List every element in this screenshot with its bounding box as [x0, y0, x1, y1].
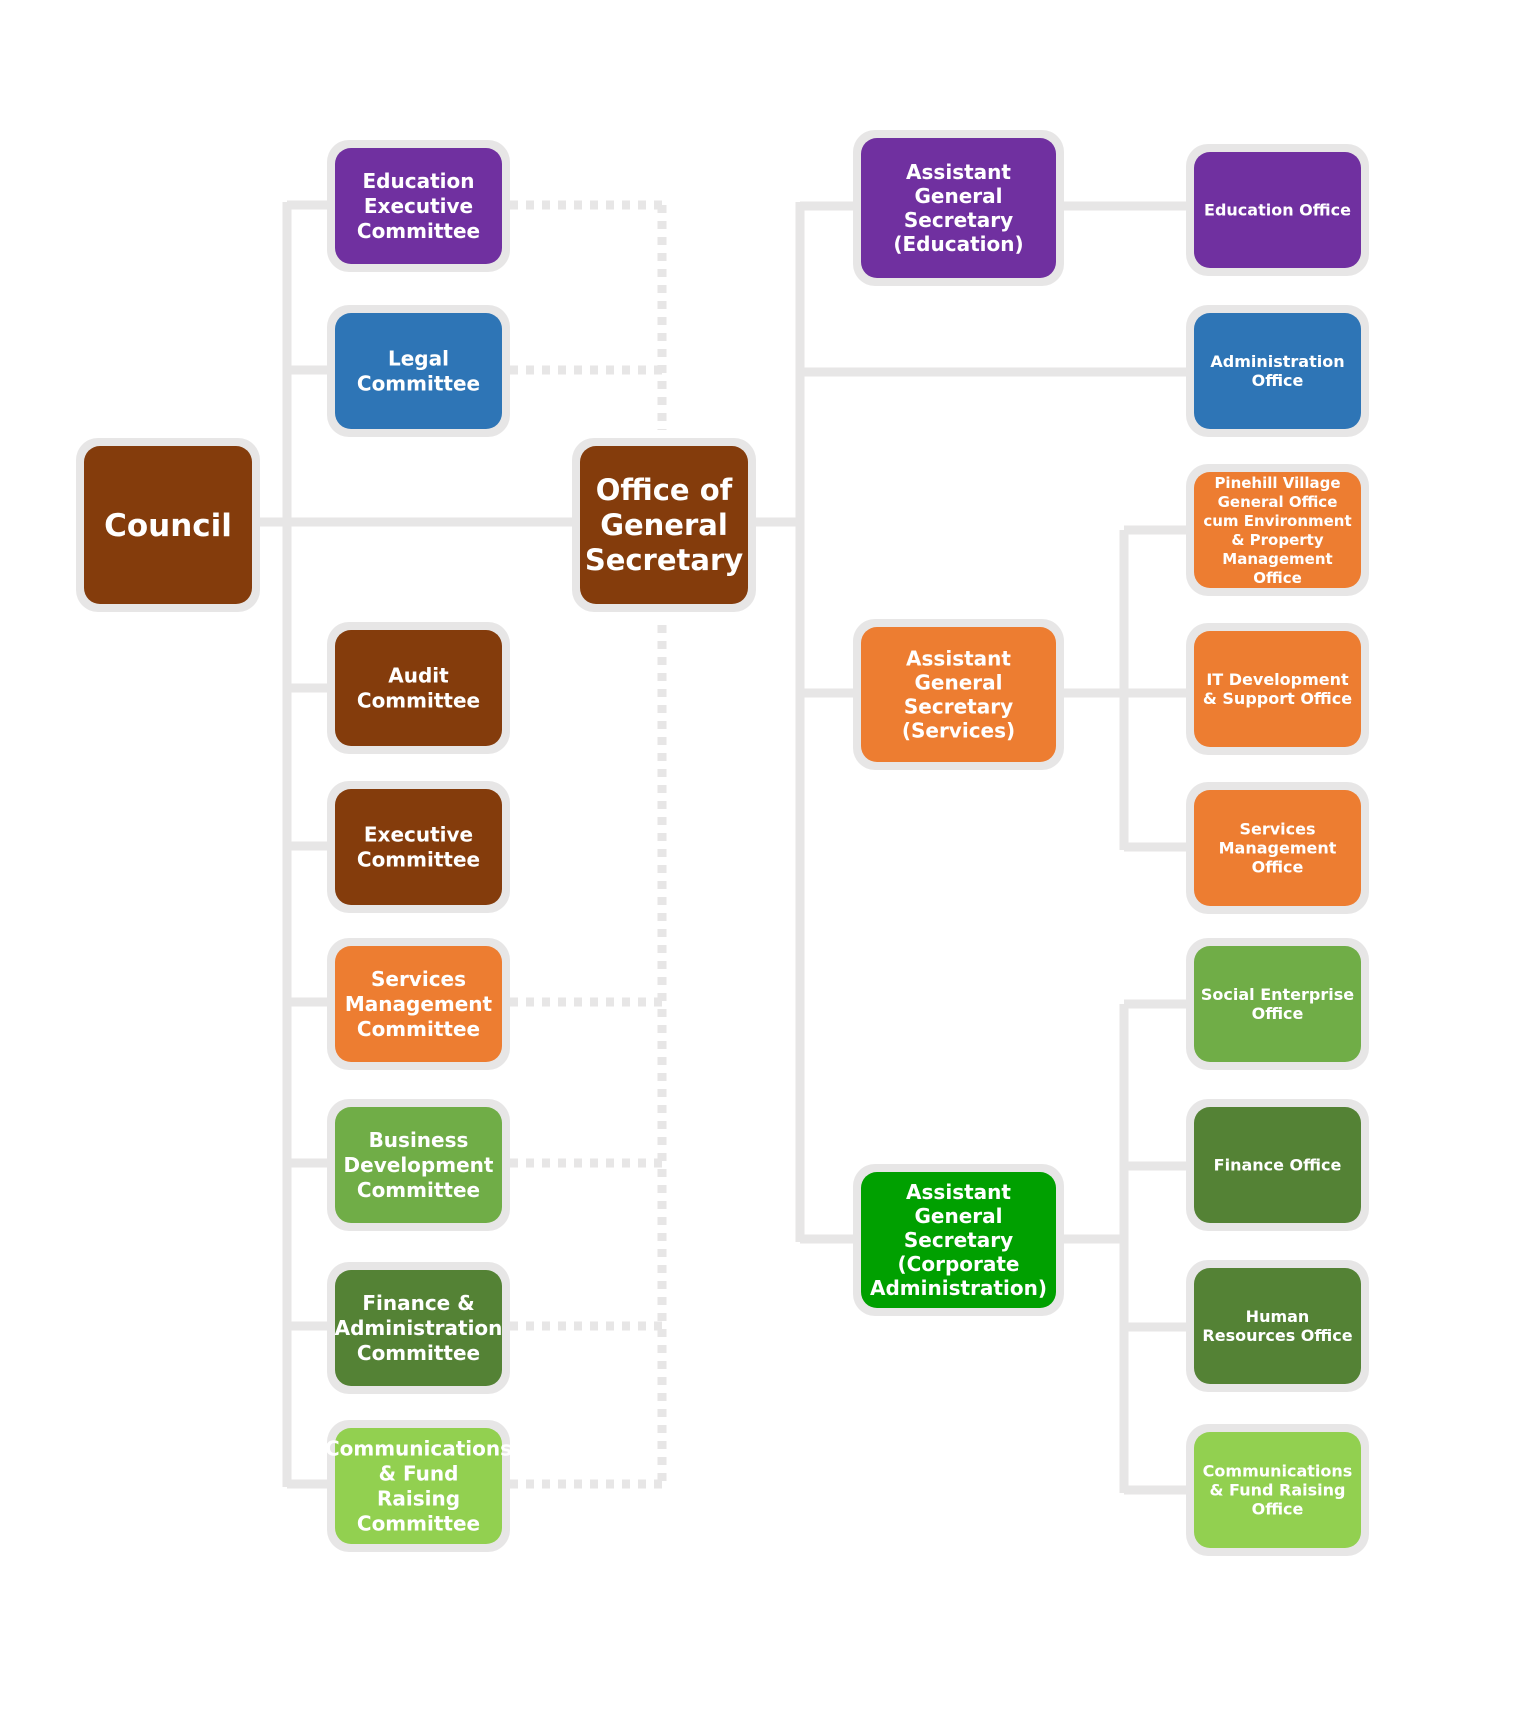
education-office-node-label: Education Office [1204, 201, 1351, 220]
education-office-node[interactable]: Education Office [1186, 144, 1369, 276]
legal-committee-node-box [335, 313, 502, 429]
communications-office-node-box [1194, 1432, 1361, 1548]
finance-administration-committee-node-box [335, 1270, 502, 1386]
council-node[interactable]: Council [76, 438, 260, 612]
hr-office-node-box [1194, 1268, 1361, 1384]
council-node-box [84, 446, 252, 604]
it-office-node[interactable]: IT Development& Support Office [1186, 623, 1369, 755]
finance-office-node-label: Finance Office [1214, 1156, 1342, 1175]
audit-committee-node-box [335, 630, 502, 746]
services-management-office-node-box [1194, 790, 1361, 906]
council-node-label: Council [104, 508, 232, 544]
finance-office-node[interactable]: Finance Office [1186, 1099, 1369, 1231]
business-development-committee-node-box [335, 1107, 502, 1223]
it-office-node-box [1194, 631, 1361, 747]
pinehill-office-node-box [1194, 472, 1361, 588]
education-office-node-box [1194, 152, 1361, 268]
finance-office-node-box [1194, 1107, 1361, 1223]
services-management-committee-node-box [335, 946, 502, 1062]
social-enterprise-office-node-box [1194, 946, 1361, 1062]
executive-committee-node-box [335, 789, 502, 905]
ags-services-node-box [861, 627, 1056, 762]
communications-fund-raising-committee-node-box [335, 1428, 502, 1544]
it-office-node-label: IT Development& Support Office [1203, 670, 1352, 708]
ags-corporate-node-box [861, 1172, 1056, 1308]
education-executive-committee-node-box [335, 148, 502, 264]
general-secretary-node-box [580, 446, 748, 604]
connectors [250, 200, 1190, 1495]
ags-education-node-box [861, 138, 1056, 278]
administration-office-node-box [1194, 313, 1361, 429]
